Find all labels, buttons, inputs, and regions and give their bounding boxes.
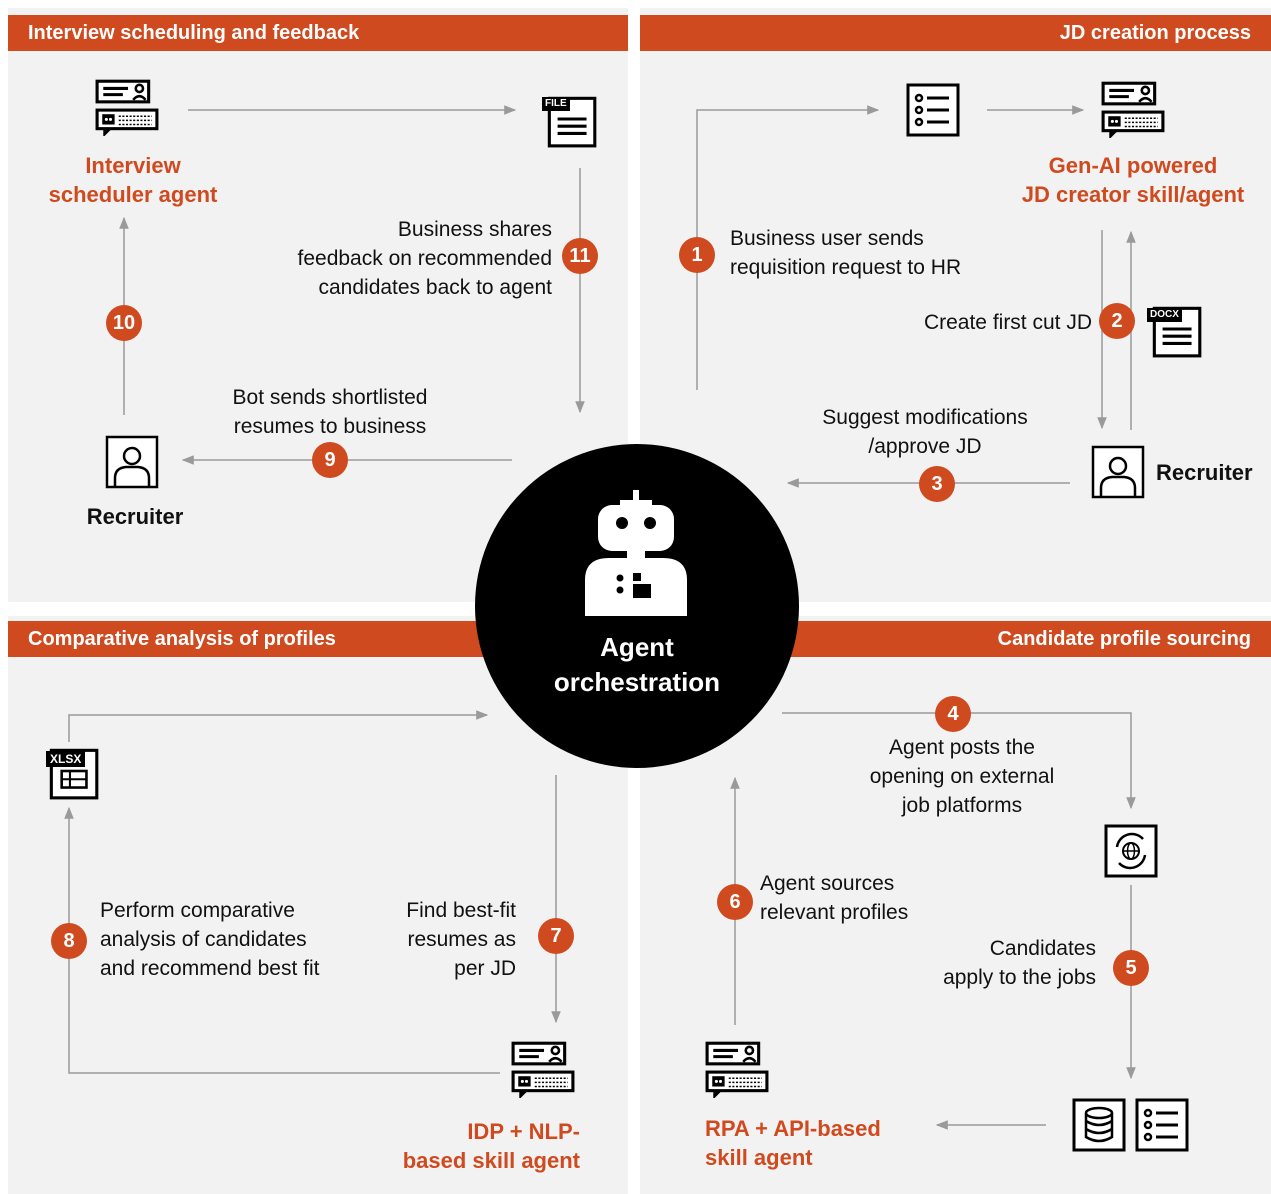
step-5-badge: 5	[1113, 950, 1149, 986]
recruiter-label: Recruiter	[86, 504, 184, 529]
step-text-line: per JD	[454, 957, 516, 980]
jd-creator-agent-label: Gen-AI powered JD creator skill/agent	[995, 151, 1271, 209]
step-text-line: candidates back to agent	[318, 276, 552, 299]
step-10-badge: 10	[106, 305, 142, 341]
header-jd-creation: JD creation process	[640, 15, 1271, 51]
checklist-icon	[905, 82, 961, 138]
center-title-line2: orchestration	[553, 667, 721, 697]
step-text-line: /approve JD	[868, 435, 982, 458]
step-6-badge: 6	[717, 884, 753, 920]
agent-label-line: scheduler agent	[48, 182, 218, 207]
arrow-center-to-checklist	[696, 105, 880, 390]
step-text-line: Create first cut JD	[923, 311, 1092, 334]
header-interview-scheduling: Interview scheduling and feedback	[8, 15, 628, 51]
step-text-line: Business user sends	[730, 227, 924, 250]
chat-bot-icon	[510, 1040, 576, 1098]
step-text-line: Bot sends shortlisted	[232, 386, 428, 409]
step-text-line: Agent sources	[760, 872, 895, 895]
step-text-line: Candidates	[989, 937, 1096, 960]
step-text-line: Find best-fit	[406, 899, 516, 922]
globe-icon	[1103, 823, 1159, 879]
step-9-text: Bot sends shortlisted resumes to busines…	[190, 383, 470, 441]
person-icon	[104, 434, 160, 490]
agent-label-line: based skill agent	[402, 1148, 580, 1173]
step-text-line: Business shares	[397, 218, 552, 241]
step-text-line: Agent posts the	[889, 736, 1035, 759]
step-text-line: feedback on recommended	[297, 247, 553, 270]
agent-label-line: RPA + API-based	[705, 1116, 881, 1141]
step-2-badge: 2	[1099, 303, 1135, 339]
agent-label-line: skill agent	[705, 1145, 813, 1170]
file-badge: FILE	[542, 97, 570, 111]
step-text-line: opening on external	[869, 765, 1055, 788]
step-8-text: Perform comparative analysis of candidat…	[100, 896, 370, 983]
step-text-line: analysis of candidates	[100, 928, 307, 951]
step-text-line: and recommend best fit	[100, 957, 320, 980]
rpa-api-agent-label: RPA + API-based skill agent	[705, 1114, 945, 1172]
arrow-center-to-web	[782, 712, 1136, 810]
chat-bot-icon	[1100, 80, 1166, 138]
interview-scheduler-agent-label: Interview scheduler agent	[20, 151, 246, 209]
step-text-line: Perform comparative	[100, 899, 295, 922]
step-text-line: requisition request to HR	[730, 256, 962, 279]
xlsx-badge: XLSX	[46, 751, 86, 767]
step-1-text: Business user sends requisition request …	[730, 224, 1030, 282]
robot-icon	[585, 490, 687, 616]
step-text-line: Suggest modifications	[822, 406, 1028, 429]
step-4-badge: 4	[935, 696, 971, 732]
recruiter-label: Recruiter	[1156, 460, 1253, 485]
arrow-xlsx-to-center	[68, 710, 489, 742]
agent-label-line: Interview	[85, 153, 181, 178]
step-7-text: Find best-fit resumes as per JD	[360, 896, 516, 983]
checklist-icon	[1134, 1097, 1190, 1153]
center-title-line1: Agent	[600, 632, 674, 662]
step-1-badge: 1	[679, 237, 715, 273]
step-text-line: resumes as	[407, 928, 516, 951]
agent-label-line: Gen-AI powered	[1048, 153, 1218, 178]
step-3-badge: 3	[919, 466, 955, 502]
step-text-line: resumes to business	[233, 415, 427, 438]
step-11-text: Business shares feedback on recommended …	[240, 215, 553, 302]
chat-bot-icon	[704, 1040, 770, 1098]
step-4-text: Agent posts the opening on external job …	[830, 733, 1094, 820]
step-8-badge: 8	[51, 923, 87, 959]
step-text-line: job platforms	[901, 794, 1023, 817]
spreadsheet-icon	[42, 740, 102, 802]
step-11-badge: 11	[562, 238, 598, 274]
database-icon	[1071, 1097, 1127, 1153]
step-3-text: Suggest modifications /approve JD	[790, 403, 1060, 461]
person-icon	[1090, 444, 1146, 500]
chat-bot-icon	[94, 78, 160, 136]
agent-label-line: JD creator skill/agent	[1021, 182, 1245, 207]
step-2-text: Create first cut JD	[860, 308, 1092, 337]
step-6-text: Agent sources relevant profiles	[760, 869, 980, 927]
idp-nlp-agent-label: IDP + NLP- based skill agent	[330, 1117, 580, 1175]
docx-badge: DOCX	[1147, 308, 1182, 322]
arrow-idp-to-xlsx	[64, 806, 500, 1074]
step-9-badge: 9	[312, 442, 348, 478]
agent-label-line: IDP + NLP-	[467, 1119, 580, 1144]
step-7-badge: 7	[538, 918, 574, 954]
step-5-text: Candidates apply to the jobs	[880, 934, 1096, 992]
center-title: Agent orchestration	[475, 630, 799, 700]
step-text-line: relevant profiles	[760, 901, 909, 924]
step-text-line: apply to the jobs	[943, 966, 1096, 989]
